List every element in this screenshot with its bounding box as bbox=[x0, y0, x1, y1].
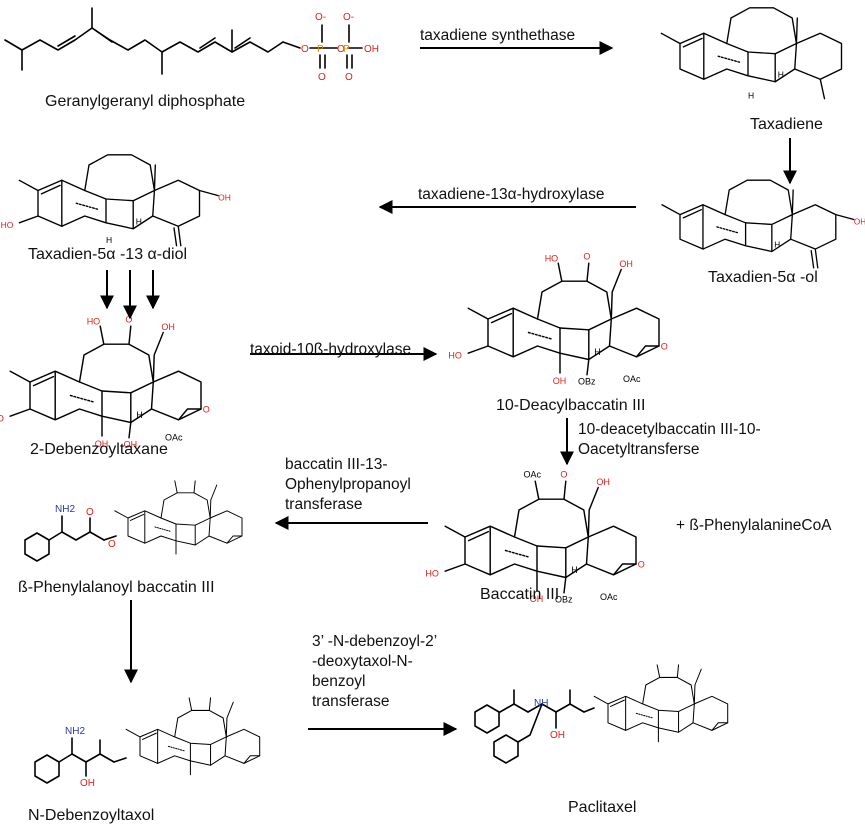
structure-2-debenzoyltaxane: HO O OH HO OH OH O OAc H bbox=[0, 315, 210, 450]
atom-ho: HO bbox=[0, 414, 4, 424]
label-2-debenzoyltaxane: 2-Debenzoyltaxane bbox=[30, 441, 168, 458]
enzyme-taxadiene-13a-hydroxylase: taxadiene-13α-hydroxylase bbox=[418, 186, 605, 203]
atom-nh2: NH2 bbox=[65, 726, 85, 737]
enzyme-bapt-line-2: Ophenylpropanoyl bbox=[285, 476, 411, 493]
enzyme-taxadiene-synthase: taxadiene synthethase bbox=[420, 27, 576, 44]
enzyme-dbtnbt-line-4: transferase bbox=[312, 693, 390, 710]
atom-o: O bbox=[203, 405, 210, 415]
atom-ho: HO bbox=[425, 569, 439, 579]
atom-h: H bbox=[774, 240, 780, 249]
atom-ho: HO bbox=[448, 351, 462, 361]
structure-baccatin-iii: OAc O OH HO OH OBz O OAc H bbox=[425, 470, 644, 605]
atom-h: H bbox=[136, 410, 143, 420]
label-taxadien-diol: Taxadien-5α -13 α-diol bbox=[28, 246, 188, 263]
atom-h: H bbox=[778, 70, 784, 80]
atom-o: O bbox=[560, 470, 567, 480]
atom-oac: OAc bbox=[600, 592, 618, 602]
enzyme-dbtnbt: 3’ -N-debenzoyl-2’ -deoxytaxol-N- benzoy… bbox=[312, 632, 437, 712]
atom-nh: NH bbox=[534, 698, 548, 709]
atom-oac: OAc bbox=[524, 470, 542, 480]
atom-o: O bbox=[108, 539, 116, 550]
atom-o-minus: O- bbox=[315, 12, 326, 23]
atom-obz: OBz bbox=[555, 595, 573, 605]
enzyme-dbtnbt-line-2: -deoxytaxol-N- bbox=[312, 653, 413, 670]
atom-h: H bbox=[571, 565, 578, 575]
atom-oh: OH bbox=[218, 193, 231, 203]
atom-o: O bbox=[337, 44, 345, 55]
atom-oh: OH bbox=[596, 477, 610, 487]
cofactor-phenylalanine-coa: + ß-PhenylalanineCoA bbox=[676, 517, 832, 534]
label-taxadienol: Taxadien-5α -ol bbox=[708, 269, 818, 286]
atom-o-minus: O- bbox=[343, 12, 354, 23]
label-10-deacylbaccatin-iii: 10-Deacylbaccatin III bbox=[496, 397, 646, 414]
atom-oh: OH bbox=[550, 730, 565, 741]
atom-o: O bbox=[125, 315, 132, 325]
atom-h: H bbox=[594, 347, 601, 357]
label-ggpp: Geranylgeranyl diphosphate bbox=[45, 93, 246, 110]
enzyme-dbat-line-1: 10-deacetylbaccatin III-10- bbox=[578, 421, 761, 438]
atom-o: O bbox=[661, 342, 668, 352]
atom-o: O bbox=[301, 44, 309, 55]
structure-taxadiene: H H bbox=[660, 7, 843, 101]
atom-o: O bbox=[583, 252, 590, 262]
enzyme-bapt-line-3: transferase bbox=[285, 496, 363, 513]
label-phenylalanoyl-baccatin: ß-Phenylalanoyl baccatin III bbox=[18, 579, 215, 596]
atom-p: P bbox=[343, 44, 350, 55]
enzyme-dbtnbt-line-1: 3’ -N-debenzoyl-2’ bbox=[312, 633, 438, 650]
structure-n-debenzoyltaxol: NH2 OH bbox=[34, 697, 261, 789]
label-baccatin-iii: Baccatin III bbox=[480, 586, 560, 603]
atom-h: H bbox=[748, 91, 754, 101]
atom-oh: OH bbox=[854, 217, 865, 226]
atom-oh: HO bbox=[545, 253, 559, 263]
enzyme-dbtnbt-line-3: benzoyl bbox=[312, 673, 366, 690]
atom-oh: OH bbox=[553, 376, 567, 386]
atom-h: H bbox=[106, 235, 112, 245]
enzyme-bapt-line-1: baccatin III-13- bbox=[285, 456, 388, 473]
atom-oh: OH bbox=[80, 778, 95, 789]
atom-oac: OAc bbox=[623, 374, 641, 384]
enzyme-dbat-line-2: Oacetyltransferse bbox=[578, 441, 700, 458]
atom-oh: OH bbox=[124, 440, 138, 450]
atom-nh2: NH2 bbox=[55, 504, 75, 515]
structure-taxadien-diol: OH HO H H bbox=[1, 154, 231, 247]
label-n-debenzoyltaxol: N-Debenzoyltaxol bbox=[28, 807, 155, 824]
structure-phenylalanoyl-baccatin-iii: NH2 O O bbox=[24, 480, 243, 562]
enzyme-bapt: baccatin III-13- Ophenylpropanoyl transf… bbox=[285, 455, 411, 515]
atom-oh: OH bbox=[161, 322, 175, 332]
atom-oh: HO bbox=[87, 316, 101, 326]
atom-oh: OH bbox=[95, 439, 109, 449]
atom-o: O bbox=[318, 72, 326, 83]
structure-geranylgeranyl-diphosphate: O P O P O- O- O O OH bbox=[4, 7, 379, 83]
atom-o: O bbox=[345, 72, 353, 83]
atom-oh: OH bbox=[530, 594, 544, 604]
atom-obz: OBz bbox=[578, 377, 596, 387]
atom-o: O bbox=[86, 507, 94, 518]
atom-ho: HO bbox=[1, 220, 14, 230]
atom-p: P bbox=[317, 44, 324, 55]
structure-paclitaxel: NH OH bbox=[474, 664, 729, 764]
enzyme-dbat: 10-deacetylbaccatin III-10- Oacetyltrans… bbox=[578, 420, 761, 460]
label-paclitaxel: Paclitaxel bbox=[568, 799, 637, 816]
atom-oac: OAc bbox=[165, 433, 183, 443]
atom-oh: OH bbox=[364, 44, 379, 55]
atom-h: H bbox=[136, 217, 142, 227]
structure-taxadien-5a-ol: OH H bbox=[661, 179, 865, 269]
enzyme-taxoid-10b-hydroxylase: taxoid-10ß-hydroxylase bbox=[250, 341, 412, 358]
structure-10-deacylbaccatin-iii: HO O OH HO OH OBz O OAc H bbox=[448, 252, 667, 387]
atom-o: O bbox=[638, 560, 645, 570]
atom-oh: OH bbox=[619, 259, 633, 269]
label-taxadiene: Taxadiene bbox=[750, 116, 823, 133]
